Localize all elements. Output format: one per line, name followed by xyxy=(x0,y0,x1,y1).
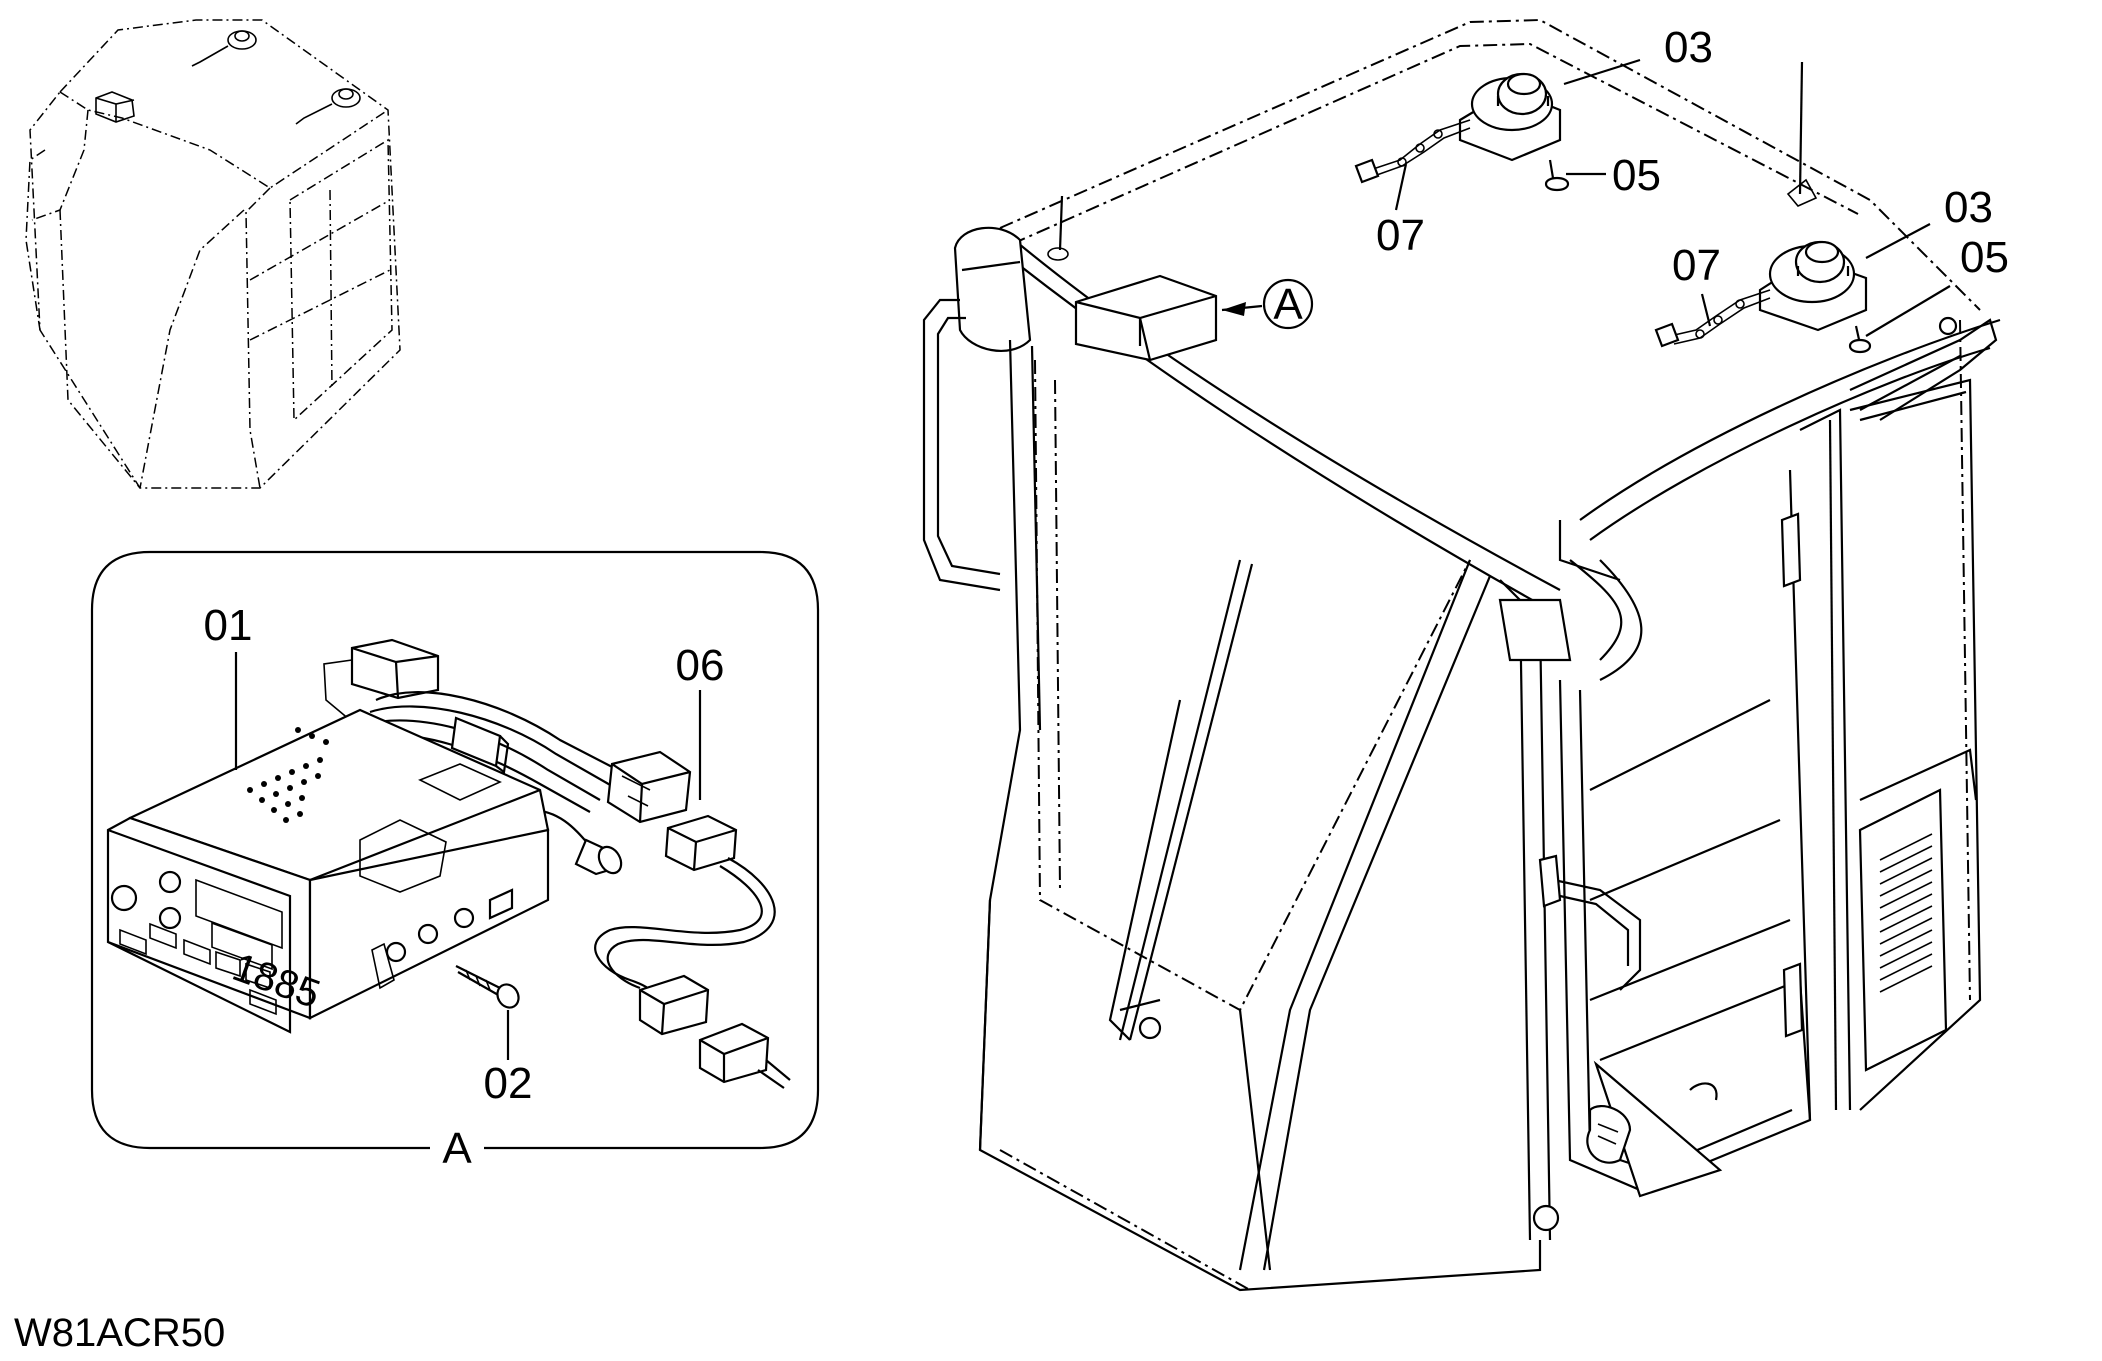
radio-screw xyxy=(455,965,520,1009)
callout-speaker-left: 03 xyxy=(1664,23,1713,72)
radio-unit: 1885 xyxy=(106,708,550,1034)
speaker-right xyxy=(1758,240,1868,332)
main-cab: A xyxy=(922,18,2001,1292)
speaker-left xyxy=(1458,72,1562,162)
speaker-lead-right xyxy=(1654,289,1771,348)
harness-connector xyxy=(606,750,692,824)
callout-speaker-lead-left: 07 xyxy=(1376,211,1425,260)
view-marker-circle xyxy=(1262,278,1314,330)
detail-view-a: A xyxy=(90,550,820,1173)
callout-speaker-screw-right: 05 xyxy=(1960,233,2009,282)
callout-speaker-screw-left: 05 xyxy=(1612,151,1661,200)
main-callouts: 03 05 07 03 05 07 xyxy=(1376,23,2009,337)
mating-connector xyxy=(664,814,738,872)
roof-radio-box xyxy=(1074,274,1218,362)
detail-view-letter: A xyxy=(442,1124,472,1173)
callout-radio-unit: 01 xyxy=(204,601,253,650)
callout-harness-connector: 06 xyxy=(676,641,725,690)
callout-screw: 02 xyxy=(484,1059,533,1108)
speaker-screw-right xyxy=(1848,325,1872,354)
speaker-lead-left xyxy=(1354,119,1471,184)
speaker-screw-left xyxy=(1544,159,1606,192)
drawing-code: W81ACR50 xyxy=(14,1311,225,1355)
inline-fuse xyxy=(450,716,510,774)
view-marker-letter: A xyxy=(1273,280,1303,329)
lower-connector-left xyxy=(638,974,710,1036)
lower-connector-right xyxy=(698,1022,770,1084)
overview-cab-thumbnail xyxy=(25,19,401,489)
callout-speaker-right: 03 xyxy=(1944,183,1993,232)
callout-speaker-lead-right: 07 xyxy=(1672,241,1721,290)
harness-plug xyxy=(350,638,440,700)
